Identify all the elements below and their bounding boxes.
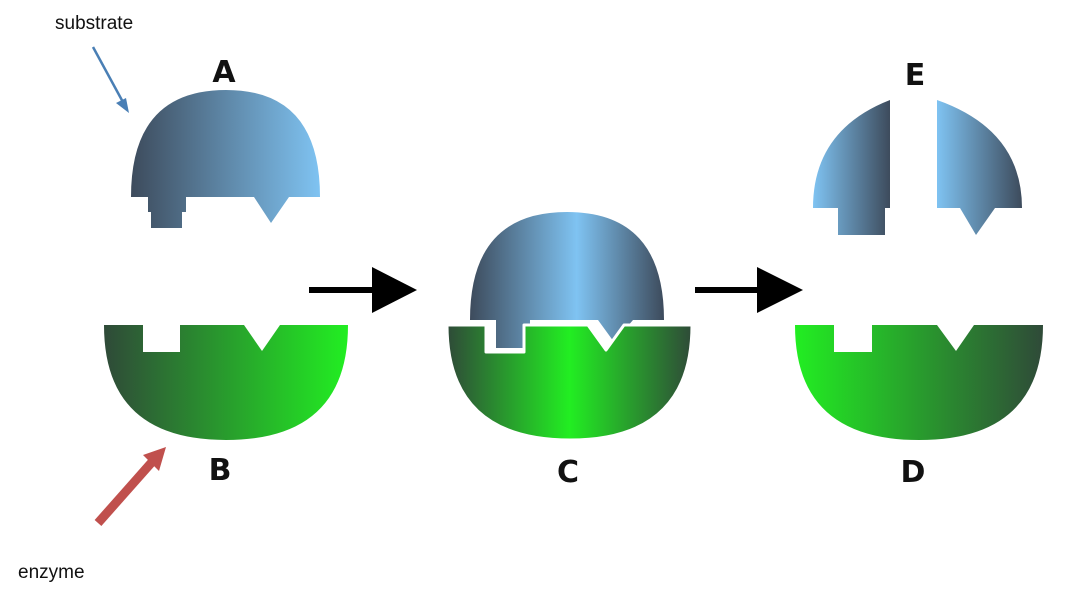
process-arrow-2	[695, 267, 803, 313]
enzyme-b-shape	[104, 325, 348, 440]
label-b: B	[209, 453, 232, 488]
complex-c-enzyme-shape	[445, 323, 694, 442]
enzyme-annotation: enzyme	[18, 562, 85, 583]
substrate-pointer-arrow	[91, 46, 129, 113]
enzyme-d-shape	[795, 325, 1043, 440]
process-arrow-1	[309, 267, 417, 313]
substrate-annotation: substrate	[55, 13, 133, 34]
complex-c-substrate-shape	[470, 212, 664, 348]
product-e-left-shape	[813, 100, 890, 235]
label-c: C	[557, 455, 579, 490]
product-e-right-shape	[937, 100, 1022, 235]
label-a: A	[212, 55, 236, 90]
label-d: D	[901, 455, 926, 490]
arrow-2-head	[757, 267, 803, 313]
arrow-1-head	[372, 267, 417, 313]
label-e: E	[905, 58, 926, 93]
enzyme-pointer-arrow	[94, 447, 166, 526]
substrate-a-shape	[131, 90, 320, 228]
